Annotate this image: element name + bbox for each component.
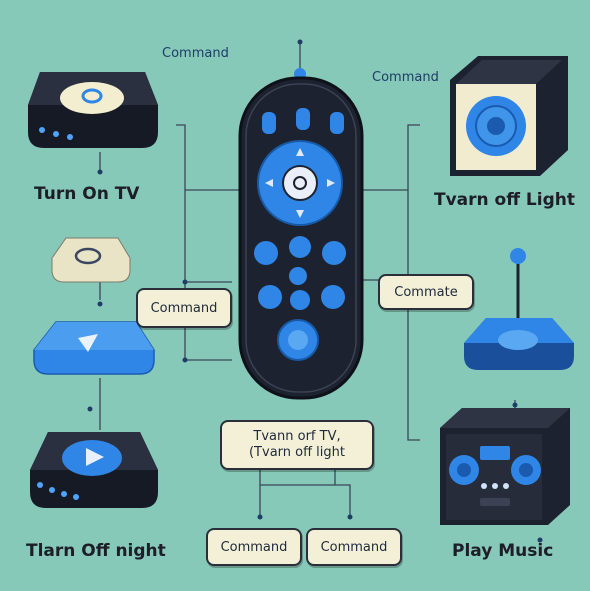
streaming-box-icon — [28, 72, 158, 148]
center-action-box: Tvann orf TV, (Tvarn off light — [220, 420, 374, 470]
play-box-icon — [30, 432, 158, 508]
center-action-line-1: Tvann orf TV, — [253, 429, 341, 444]
turn-on-tv-label: Turn On TV — [34, 184, 140, 204]
smart-light-icon — [464, 248, 574, 370]
right-commate-box: Commate — [378, 274, 474, 310]
center-action-line-2: (Tvarn off light — [248, 445, 345, 460]
left-command-box: Command — [136, 288, 232, 328]
play-music-label: Play Music — [452, 541, 554, 561]
bottom-command-box-2: Command — [306, 528, 402, 566]
media-player-icon — [33, 321, 155, 375]
top-command-label: Command — [162, 46, 229, 61]
bottom-command-box-1: Command — [206, 528, 302, 566]
smart-button-icon — [51, 237, 131, 283]
stereo-icon — [440, 408, 570, 525]
right-command-label: Command — [372, 70, 439, 85]
turn-off-night-label: Tlarn Off night — [26, 541, 166, 561]
speaker-icon — [450, 56, 568, 176]
remote-control-icon — [238, 68, 364, 400]
turn-off-light-label: Tvarn off Light — [434, 190, 575, 210]
